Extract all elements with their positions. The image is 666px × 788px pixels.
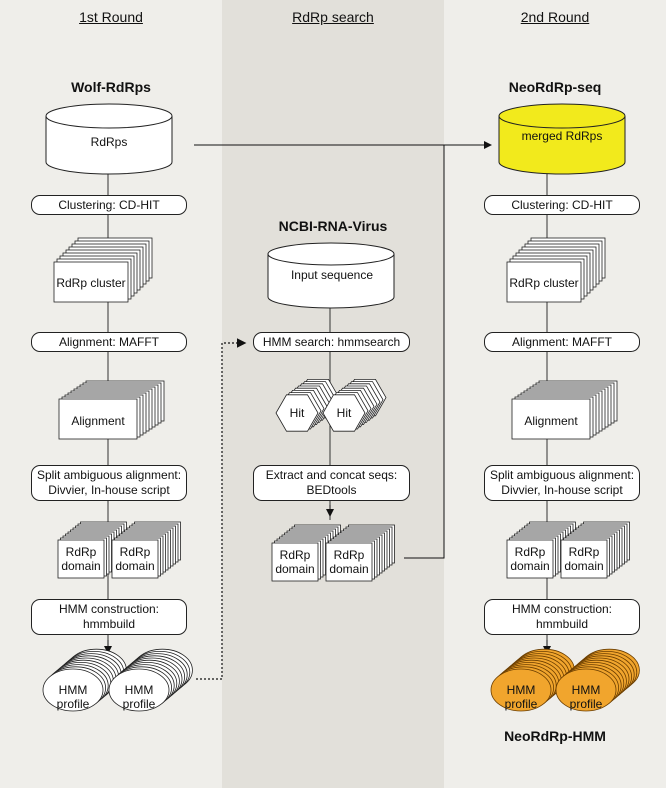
right-merged-rdrps-cylinder	[498, 103, 626, 175]
left-profile-label-1: HMM profile	[56, 683, 90, 711]
second-round-title: 2nd Round	[520, 9, 590, 25]
right-alignment-label: Alignment	[524, 414, 578, 428]
mid-domain-label-2: RdRp domain	[329, 548, 369, 576]
right-profile-stack-1	[490, 648, 575, 712]
left-domain-stack-2	[111, 521, 181, 579]
wolf-rdrps-title: Wolf-RdRps	[71, 79, 151, 95]
right-clustering-step: Clustering: CD-HIT	[484, 195, 640, 215]
right-alignment-stack	[511, 380, 618, 440]
left-cluster-stack	[53, 237, 153, 303]
neordrp-seq-title: NeoRdRp-seq	[508, 79, 602, 95]
left-profile-stack-1	[42, 648, 127, 712]
left-alignment-stack	[58, 380, 165, 440]
mid-hmmsearch-step: HMM search: hmmsearch	[253, 332, 410, 352]
right-cylinder-label: merged RdRps	[521, 129, 603, 143]
left-cluster-label: RdRp cluster	[56, 276, 126, 290]
left-hmm-construction-step: HMM construction: hmmbuild	[31, 599, 187, 635]
left-clustering-step: Clustering: CD-HIT	[31, 195, 187, 215]
right-profile-label-2: HMM profile	[569, 683, 603, 711]
mid-cylinder-label: Input sequence	[290, 268, 374, 282]
profile-search-dotted-arrow	[196, 338, 247, 680]
rdrp-search-title: RdRp search	[292, 9, 374, 25]
first-round-title: 1st Round	[79, 9, 143, 25]
right-profile-label-1: HMM profile	[504, 683, 538, 711]
left-profile-stack-2	[108, 648, 193, 712]
right-alignment-step: Alignment: MAFFT	[484, 332, 640, 352]
left-domain-label-2: RdRp domain	[115, 545, 155, 573]
left-alignment-step: Alignment: MAFFT	[31, 332, 187, 352]
left-split-step: Split ambiguous alignment: Divvier, In-h…	[31, 465, 187, 501]
mid-extract-step: Extract and concat seqs: BEDtools	[253, 465, 410, 501]
left-rdrps-cylinder	[45, 103, 173, 175]
right-domain-stack-2	[560, 521, 630, 579]
mid-hit-stack-2	[322, 378, 387, 432]
mid-hit-label-1: Hit	[289, 406, 305, 420]
ncbi-rna-virus-title: NCBI-RNA-Virus	[278, 218, 388, 234]
mid-domain-label-1: RdRp domain	[275, 548, 315, 576]
mid-input-cylinder	[267, 242, 395, 309]
left-domain-label-1: RdRp domain	[61, 545, 101, 573]
left-alignment-label: Alignment	[71, 414, 125, 428]
right-cluster-stack	[506, 237, 606, 303]
mid-domain-stack-2	[325, 524, 395, 582]
right-hmm-construction-step: HMM construction: hmmbuild	[484, 599, 640, 635]
right-domain-label-2: RdRp domain	[564, 545, 604, 573]
right-profile-stack-2	[555, 648, 640, 712]
right-cluster-label: RdRp cluster	[509, 276, 579, 290]
left-profile-label-2: HMM profile	[122, 683, 156, 711]
right-split-step: Split ambiguous alignment: Divvier, In-h…	[484, 465, 640, 501]
neordrp-hmm-title: NeoRdRp-HMM	[504, 728, 606, 744]
mid-hit-label-2: Hit	[336, 406, 352, 420]
domain-merge-connector	[404, 145, 445, 559]
left-cylinder-label: RdRps	[90, 135, 128, 149]
right-domain-label-1: RdRp domain	[510, 545, 550, 573]
